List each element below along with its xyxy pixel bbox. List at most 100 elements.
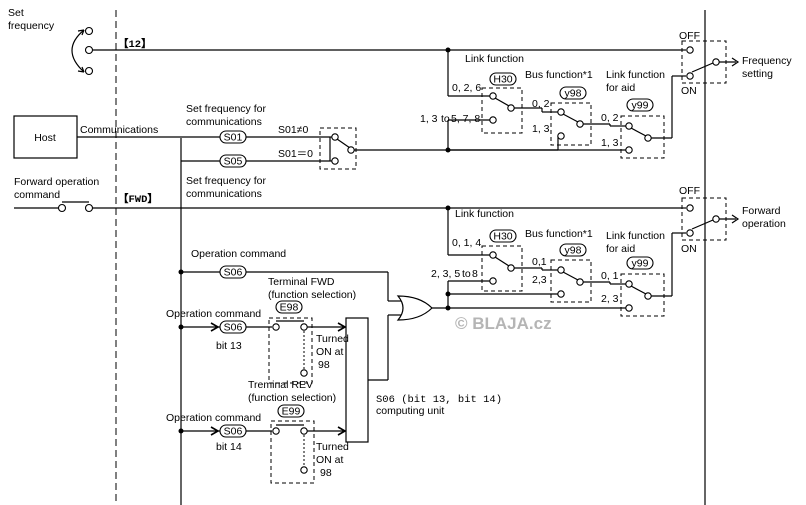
off-upper-label: OFF: [679, 30, 700, 42]
link-aid-upper-label-2: for aid: [606, 82, 635, 94]
s06-top-code: S06: [224, 267, 243, 279]
computing-unit-label: S06 (bit 13, bit 14): [376, 394, 502, 406]
operation-command-top-label: Operation command: [191, 248, 286, 260]
svg-text:to: to: [462, 268, 471, 280]
link-function-lower-label: Link function: [455, 208, 514, 220]
y99-upper-switch: y99: [620, 98, 665, 159]
frequency-setting-label: Frequency: [742, 55, 792, 67]
y98-upper-code-pill: [559, 86, 587, 100]
turned-on-14-label-3: 98: [320, 467, 332, 479]
h30-lower-option-b: 2, 3, 5 to 8: [431, 268, 478, 280]
svg-text:2, 3, 5: 2, 3, 5: [431, 268, 460, 280]
e99-code: E99: [282, 406, 301, 418]
y98-lower-option-a: 0,1: [532, 256, 547, 268]
turned-on-14-label-2: ON at: [316, 454, 344, 466]
computing-unit-label-2: computing unit: [376, 405, 444, 417]
operation-command-bottom-label: Operation command: [166, 412, 261, 424]
link-aid-upper-label: Link function: [606, 69, 665, 81]
e99-switch: E99: [270, 404, 315, 484]
h30-lower-switch: H30: [481, 229, 523, 292]
y99-lower-option-b: 2, 3: [601, 293, 619, 305]
host-label: Host: [34, 132, 56, 144]
y98-upper-option-b: 1, 3: [532, 123, 550, 135]
forward-command-label: Forward operation: [14, 176, 99, 188]
y98-upper-code: y98: [565, 88, 582, 100]
e98-code: E98: [280, 302, 299, 314]
on-lower-label: ON: [681, 243, 697, 255]
terminal-12-label: 【12】: [118, 37, 152, 51]
terminal-rev-function-label-2: (function selection): [248, 392, 336, 404]
svg-text:1, 3: 1, 3: [420, 113, 438, 125]
forward-command-contact: [14, 201, 116, 213]
computing-unit-box: [345, 317, 369, 443]
set-frequency-selector: Set frequency: [8, 7, 116, 76]
y98-upper-switch: y98: [550, 86, 592, 150]
y99-lower-code-pill: [626, 256, 654, 270]
terminal-fwd-function-label: Terminal FWD: [268, 276, 335, 288]
s01-selector-switch: [319, 127, 357, 170]
link-aid-lower-label-2: for aid: [606, 243, 635, 255]
e98-code-pill: [275, 300, 303, 314]
e99-code-pill: [277, 404, 305, 418]
bus-function-upper-label: Bus function*1: [525, 69, 593, 81]
bit13-label: bit 13: [216, 340, 242, 352]
off-lower-label: OFF: [679, 185, 700, 197]
forward-operation-label: Forward: [742, 205, 781, 217]
h30-upper-code: H30: [493, 74, 512, 86]
forward-operation-label-2: operation: [742, 218, 786, 230]
forward-command-label-2: command: [14, 189, 60, 201]
turned-on-13-label-2: ON at: [316, 346, 344, 358]
y99-upper-option-a: 0, 2: [601, 112, 619, 124]
y99-lower-switch: y99: [620, 256, 665, 317]
y99-lower-option-a: 0, 1: [601, 270, 619, 282]
link-aid-lower-label: Link function: [606, 230, 665, 242]
s01-eq-0-label: S01＝0: [278, 148, 313, 160]
s06-bottom-code: S06: [224, 426, 243, 438]
on-upper-label: ON: [681, 85, 697, 97]
y99-upper-code: y99: [632, 100, 649, 112]
communications-label: Communications: [80, 124, 158, 136]
bus-function-lower-label: Bus function*1: [525, 228, 593, 240]
y99-upper-option-b: 1, 3: [601, 137, 619, 149]
y99-upper-code-pill: [626, 98, 654, 112]
set-freq-comm-lower-label: Set frequency for: [186, 175, 266, 187]
e98-switch: E98: [268, 300, 313, 384]
h30-upper-option-a: 0, 2, 6: [452, 82, 481, 94]
svg-text:to: to: [441, 113, 450, 125]
terminal-rev-function-label: Treminal REV: [248, 379, 313, 391]
set-frequency-label: Set: [8, 7, 24, 19]
frequency-setting-label-2: setting: [742, 68, 773, 80]
set-freq-comm-upper-label-2: communications: [186, 116, 262, 128]
set-freq-comm-upper-label: Set frequency for: [186, 103, 266, 115]
s01-code: S01: [224, 132, 243, 144]
turned-on-13-label: Turned: [316, 333, 349, 345]
set-freq-comm-lower-label-2: communications: [186, 188, 262, 200]
h30-lower-code-pill: [489, 229, 517, 243]
y99-lower-code: y99: [632, 258, 649, 270]
y98-upper-option-a: 0, 2: [532, 98, 550, 110]
or-gate: [396, 295, 433, 321]
h30-upper-code-pill: [489, 72, 517, 86]
h30-lower-code: H30: [493, 231, 512, 243]
s01-ne-0-label: S01≠0: [278, 124, 308, 136]
y98-lower-option-b: 2,3: [532, 274, 547, 286]
terminal-fwd-label: 【FWD】: [118, 192, 158, 206]
y98-lower-switch: y98: [550, 243, 592, 303]
svg-text:8: 8: [472, 268, 478, 280]
set-frequency-label-2: frequency: [8, 20, 55, 32]
y98-lower-code: y98: [565, 245, 582, 257]
y98-lower-code-pill: [559, 243, 587, 257]
operation-command-mid-label: Operation command: [166, 308, 261, 320]
turned-on-13-label-3: 98: [318, 359, 330, 371]
s06-mid-code: S06: [224, 322, 243, 334]
s05-code: S05: [224, 156, 243, 168]
link-function-upper-label: Link function: [465, 53, 524, 65]
bit14-label: bit 14: [216, 441, 242, 453]
forward-operation-switch: OFF ON: [679, 185, 727, 255]
h30-upper-switch: H30: [481, 72, 523, 134]
watermark: © BLAJA.cz: [455, 314, 552, 333]
frequency-setting-switch: OFF ON: [679, 30, 727, 97]
svg-text:5, 7, 8: 5, 7, 8: [451, 113, 480, 125]
terminal-fwd-function-label-2: (function selection): [268, 289, 356, 301]
